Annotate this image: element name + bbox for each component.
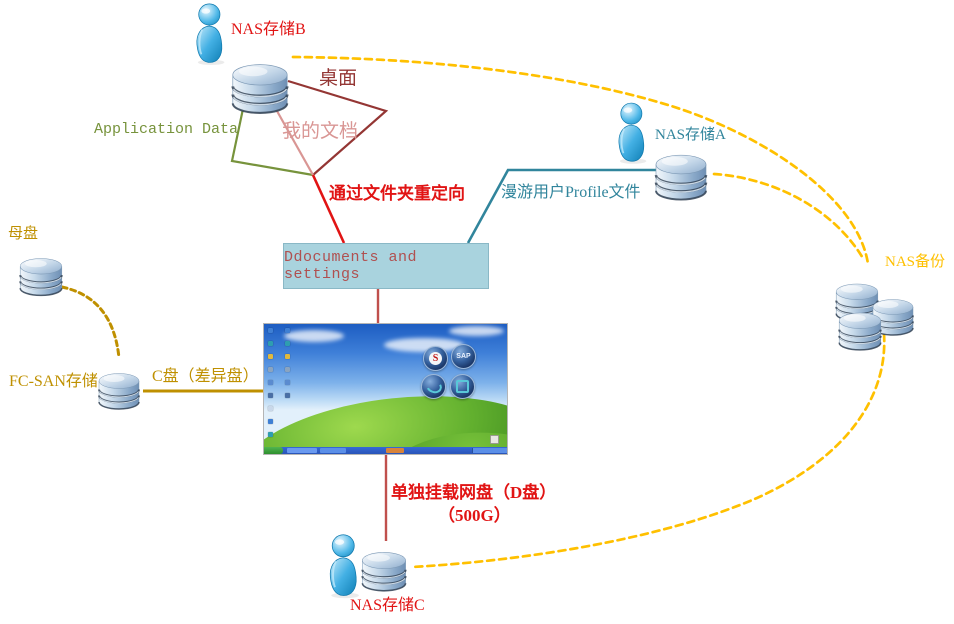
- label-edge-c-drive: C盘（差异盘）: [152, 368, 259, 385]
- database-icon-nas-backup-3: [834, 294, 886, 360]
- label-edge-my-documents: 我的文档: [282, 121, 359, 142]
- desktop-icon: [285, 328, 290, 333]
- database-icon-nas-b: [226, 50, 294, 116]
- documents-and-settings-label: Ddocuments and settings: [284, 249, 418, 283]
- taskbar-button-active: [386, 448, 404, 453]
- desktop-icon: [268, 432, 273, 437]
- database-icon-nas-a: [649, 142, 713, 202]
- edge-desktop-line: [287, 79, 389, 176]
- desktop-icon: [268, 380, 273, 385]
- xp-taskbar: [264, 447, 507, 454]
- desktop-icon: [268, 406, 273, 411]
- desktop-icon: [268, 367, 273, 372]
- recycle-bin-icon: [490, 435, 499, 444]
- label-edge-application-data: Application Data: [94, 121, 239, 138]
- label-fc-san: FC-SAN存储: [9, 373, 98, 390]
- cloud: [284, 330, 344, 342]
- taskbar-button: [287, 448, 317, 453]
- desktop-icon: [285, 354, 290, 359]
- taskbar-button: [320, 448, 346, 453]
- desktop-icon: [268, 328, 273, 333]
- app-orb-sap-icon: SAP: [451, 344, 476, 369]
- edge-backup-to-nasc-dashed: [410, 332, 886, 569]
- desktop-icon: [268, 419, 273, 424]
- desktop-icon: [268, 393, 273, 398]
- label-nas-c: NAS存储C: [350, 597, 425, 614]
- system-tray: [472, 448, 507, 453]
- label-edge-folder-redirect: 通过文件夹重定向: [329, 184, 465, 203]
- edge-nasa-to-backup-dashed: [712, 172, 866, 262]
- edge-roaming-profile-line: [466, 168, 668, 244]
- app-orb-s-icon: S: [423, 346, 448, 371]
- label-edge-d-drive: 单独挂载网盘（D盘）: [391, 483, 557, 502]
- edge-my-documents-line: [276, 110, 314, 176]
- label-nas-backup: NAS备份: [885, 254, 946, 270]
- start-button: [264, 447, 283, 454]
- desktop-icon: [268, 354, 273, 359]
- edge-application-data-line: [230, 103, 314, 177]
- desktop-icon: [285, 341, 290, 346]
- database-icon-fc-san: [94, 358, 144, 416]
- desktop-icon: [285, 380, 290, 385]
- label-nas-a: NAS存储A: [655, 127, 726, 143]
- app-orb-square-icon: [450, 374, 475, 399]
- label-mother-disk: 母盘: [8, 226, 39, 242]
- app-orb-sap-label: SAP: [456, 353, 471, 360]
- documents-and-settings-box: Ddocuments and settings: [283, 243, 489, 289]
- desktop-icon: [285, 367, 290, 372]
- label-edge-d-drive-size: （500G）: [438, 506, 511, 525]
- database-icon-nas-c: [357, 538, 411, 596]
- app-orb-swoosh-icon: [421, 374, 446, 399]
- windows-xp-desktop-screenshot: S SAP: [263, 323, 508, 455]
- label-edge-roaming-profile: 漫游用户Profile文件: [501, 184, 641, 201]
- label-nas-b: NAS存储B: [231, 21, 306, 38]
- label-edge-desktop: 桌面: [319, 68, 358, 89]
- cloud: [449, 326, 504, 336]
- edge-mother-to-fcsan-dashed: [60, 285, 121, 360]
- app-orb-s-label: S: [432, 353, 439, 364]
- desktop-icon: [285, 393, 290, 398]
- edge-nasb-to-backup-dashed: [291, 55, 870, 266]
- desktop-icon: [268, 341, 273, 346]
- database-icon-mother-disk: [15, 246, 67, 299]
- edge-folder-redirect-line: [311, 174, 346, 244]
